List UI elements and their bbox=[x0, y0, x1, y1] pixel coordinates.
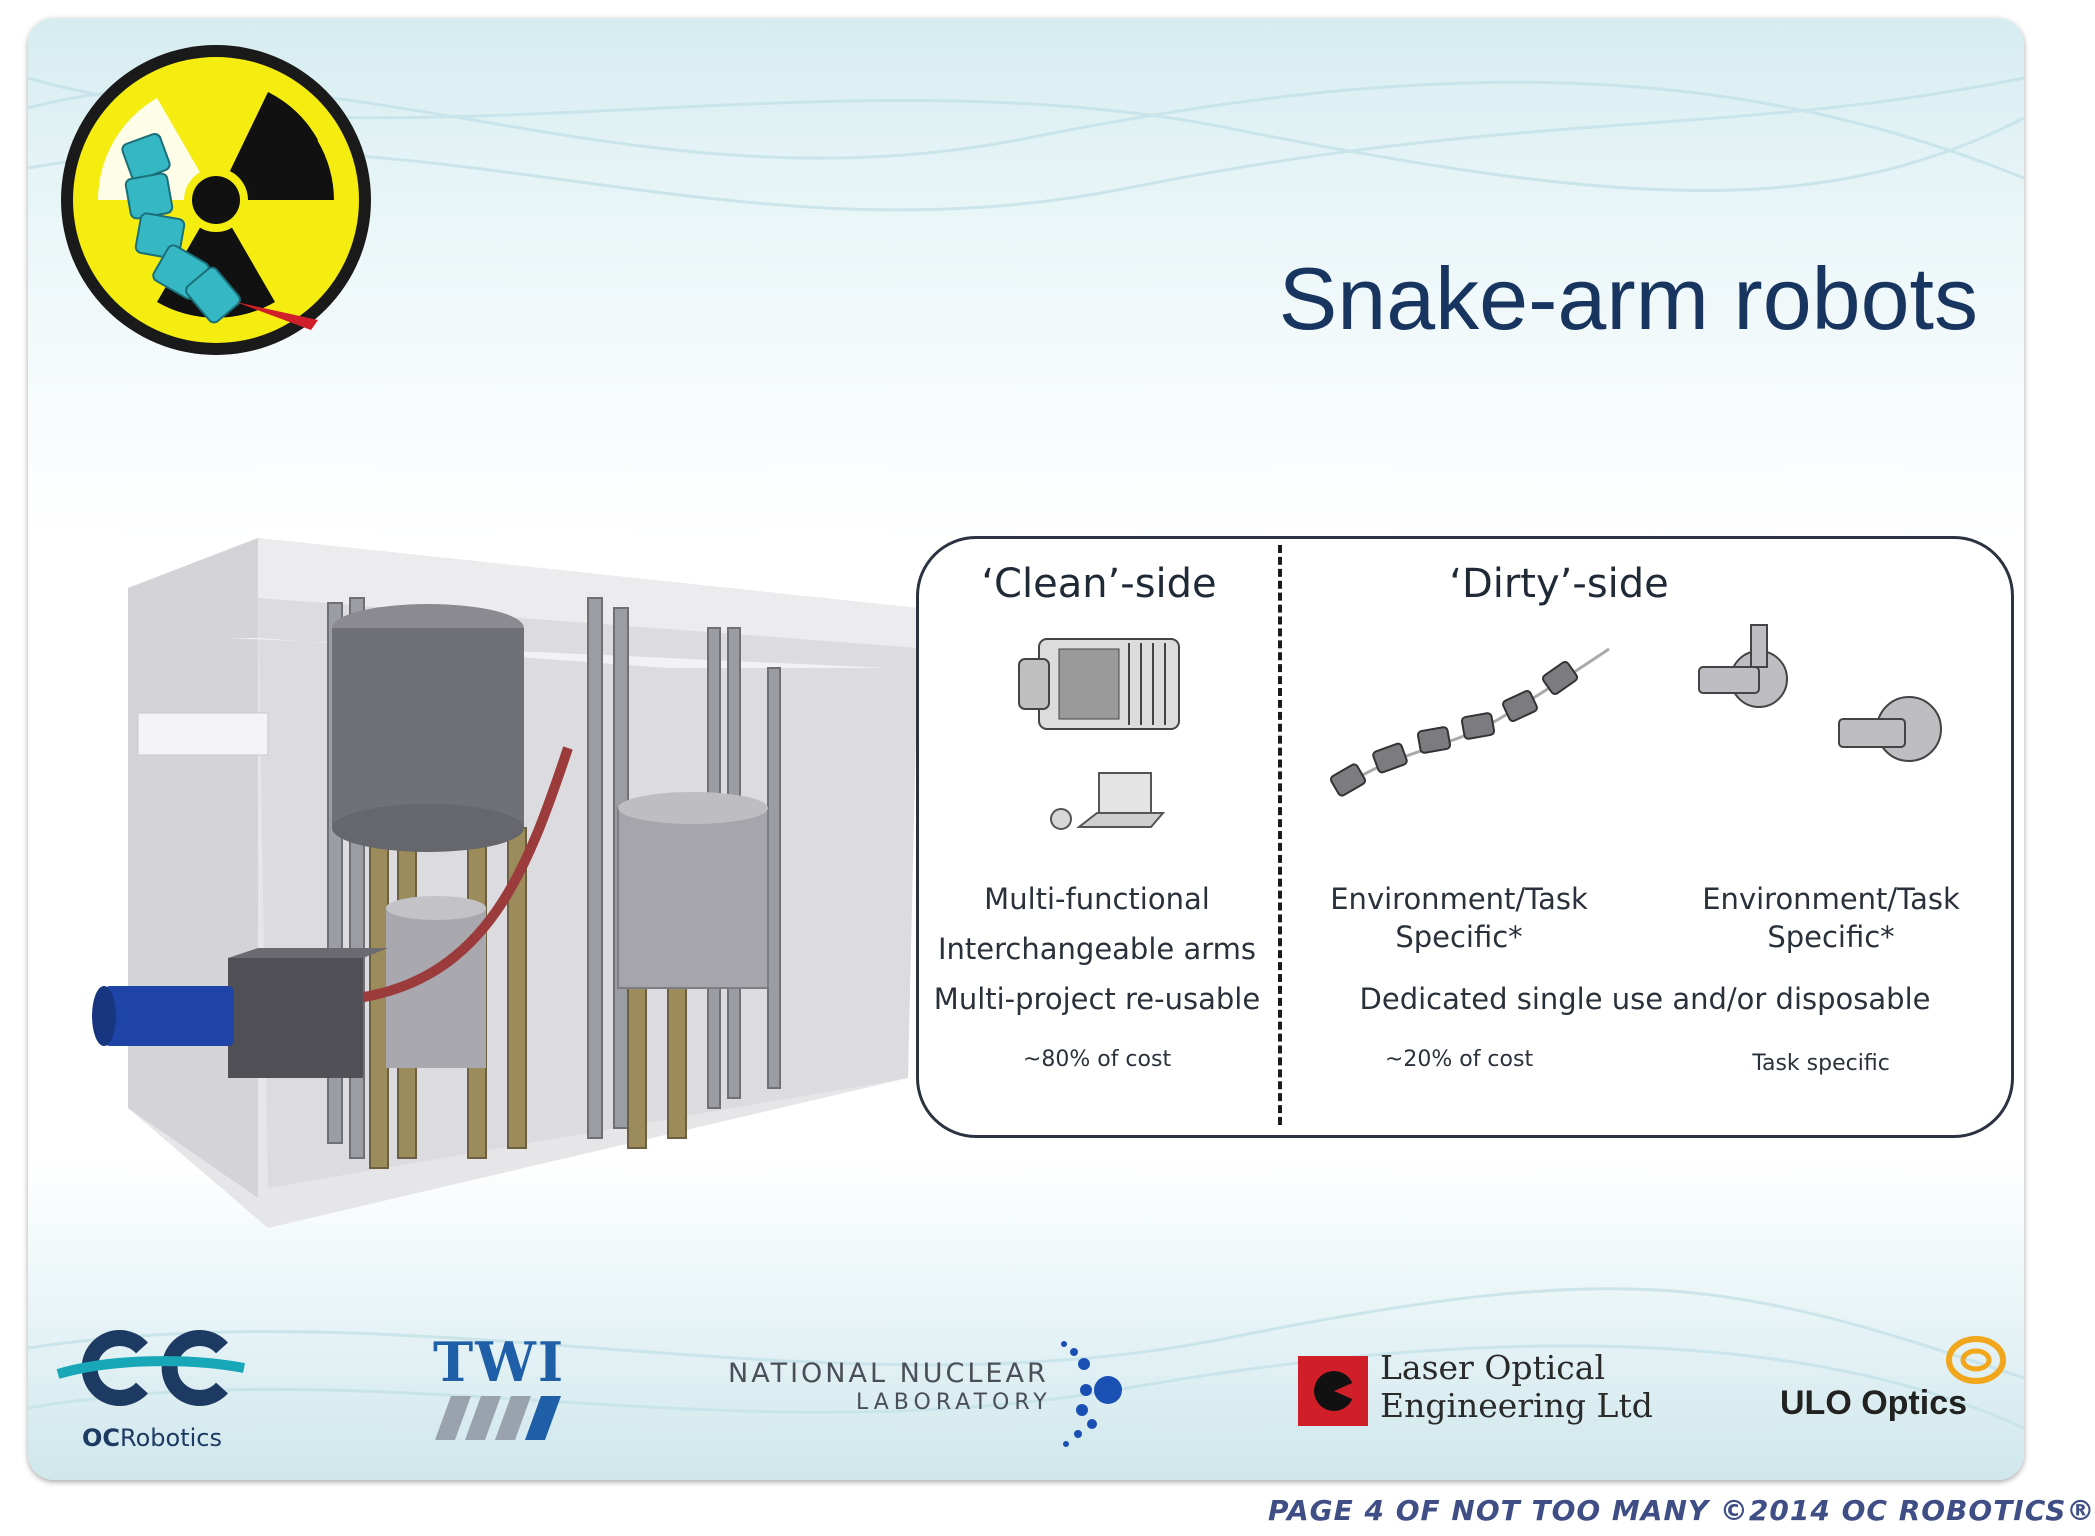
ulo-rings-icon bbox=[1946, 1336, 2006, 1384]
laser-optical-mark-icon bbox=[1298, 1356, 1368, 1426]
oc-mark-icon bbox=[56, 1330, 245, 1406]
clean-reusable: Multi-project re-usable bbox=[933, 982, 1261, 1016]
twi-text: TWI bbox=[433, 1330, 566, 1394]
dirty-right-specific: Environment/Task Specific* bbox=[1702, 882, 1960, 954]
laser-optical-line1: Laser Optical bbox=[1380, 1348, 1606, 1387]
dirty-left-cost: ~20% of cost bbox=[1384, 1047, 1534, 1072]
clean-side-heading: ‘Clean’-side bbox=[981, 561, 1217, 607]
radiation-hazard-icon bbox=[61, 45, 371, 355]
ulo-optics-logo: ULO Optics bbox=[1780, 1336, 2020, 1446]
snake-arm-segments-image bbox=[1329, 647, 1610, 797]
clean-multi-functional: Multi-functional bbox=[984, 882, 1210, 916]
twi-stripes-icon bbox=[435, 1396, 561, 1440]
nnl-dots-icon bbox=[1061, 1341, 1122, 1447]
slide: Snake-arm robots bbox=[27, 18, 2025, 1480]
page-title: Snake-arm robots bbox=[1278, 249, 1978, 348]
dirty-left-specific: Environment/Task Specific* bbox=[1330, 882, 1588, 954]
laser-optical-line2: Engineering Ltd bbox=[1380, 1386, 1653, 1425]
nnl-line2: LABORATORY bbox=[856, 1390, 1052, 1415]
nnl-logo: NATIONAL NUCLEAR LABORATORY bbox=[728, 1338, 1148, 1458]
tool-heads-image bbox=[1698, 624, 1942, 762]
dirty-right-cost: Task specific bbox=[1752, 1051, 1890, 1076]
twi-logo: TWI bbox=[433, 1330, 573, 1460]
ocrobotics-text: Robotics bbox=[120, 1424, 222, 1452]
snake-arm-icon bbox=[121, 132, 241, 324]
ocrobotics-logo: OCRobotics bbox=[52, 1328, 252, 1458]
nnl-line1: NATIONAL NUCLEAR bbox=[728, 1358, 1049, 1389]
laser-optical-logo: Laser Optical Engineering Ltd bbox=[1298, 1348, 1653, 1438]
divider bbox=[1278, 545, 1282, 1125]
footer-text: PAGE 4 OF NOT TOO MANY ©2014 OC ROBOTICS… bbox=[1268, 1494, 2095, 1527]
clean-cost: ~80% of cost bbox=[1022, 1047, 1172, 1072]
ulo-text: ULO Optics bbox=[1780, 1384, 1968, 1422]
actuator-pack-image bbox=[1018, 638, 1180, 730]
clean-dirty-comparison: ‘Clean’-side ‘Dirty’-side Multi-function… bbox=[916, 536, 2014, 1138]
dirty-side-heading: ‘Dirty’-side bbox=[1449, 561, 1669, 607]
clean-interchangeable: Interchangeable arms bbox=[938, 932, 1256, 966]
laptop-controller-image bbox=[1050, 772, 1166, 830]
reactor-vault-illustration bbox=[92, 538, 918, 1228]
ocrobotics-bold-text: OC bbox=[82, 1424, 121, 1452]
dirty-dedicated: Dedicated single use and/or disposable bbox=[1359, 982, 1931, 1016]
